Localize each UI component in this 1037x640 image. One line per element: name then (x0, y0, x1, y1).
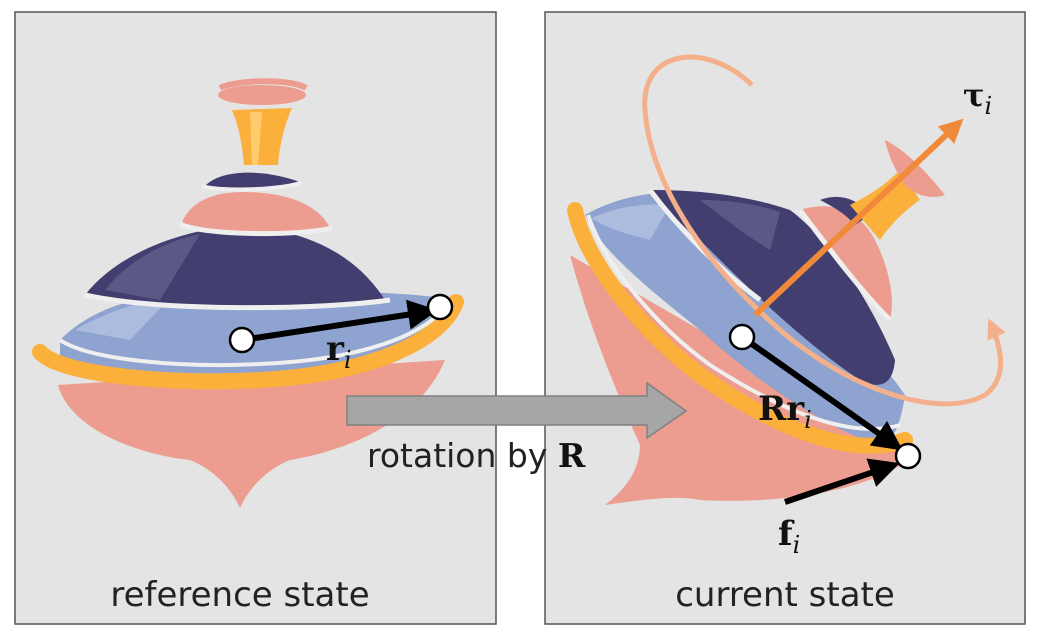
top-orange-ring (32, 294, 464, 390)
force-vector-arrow (784, 458, 900, 505)
rotation-arrow (346, 381, 688, 440)
current-state-panel: Rri fi τi current state (544, 11, 1026, 625)
top-orange-ring (567, 202, 913, 454)
top-blue-band (585, 191, 905, 445)
reference-point (228, 326, 256, 354)
reference-state-panel: ri reference state (14, 11, 497, 625)
contact-point (894, 442, 922, 470)
spinning-top-current (567, 140, 945, 505)
vector-r-arrow (241, 299, 438, 343)
reference-point (728, 323, 756, 351)
top-upper-band (182, 192, 330, 234)
rotation-label: rotation by R (367, 436, 586, 475)
top-navy-band (650, 190, 895, 385)
top-upper-band (800, 206, 892, 320)
vector-Rr-label: Rri (758, 389, 812, 434)
force-label: fi (778, 514, 800, 559)
torque-label: τi (963, 76, 992, 120)
current-state-caption: current state (675, 575, 895, 615)
vector-r-label: ri (326, 329, 352, 374)
reference-state-caption: reference state (110, 575, 369, 615)
rotation-transition: rotation by R (346, 381, 688, 475)
vector-Rr-arrow (740, 334, 903, 451)
contact-point (426, 293, 454, 321)
torque-vector-arrow (752, 118, 964, 318)
